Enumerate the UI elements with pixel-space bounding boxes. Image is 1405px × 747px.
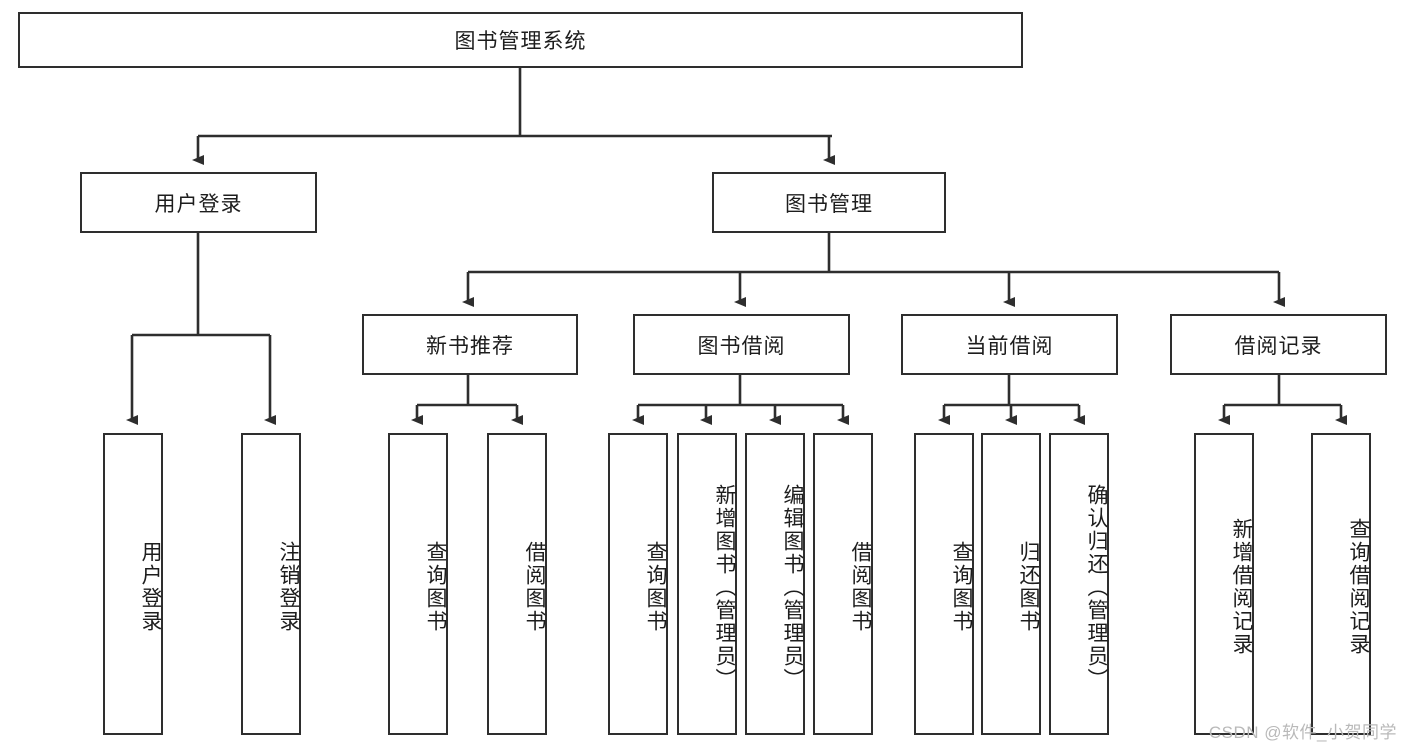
node-leaf-return-book[interactable]: 归还图书	[981, 433, 1041, 735]
node-leaf-add-book[interactable]: 新增图书（管理员）	[677, 433, 737, 735]
node-book-manage[interactable]: 图书管理	[712, 172, 946, 233]
watermark-text: CSDN @软件_小贺同学	[1208, 723, 1397, 742]
node-current-borrow[interactable]: 当前借阅	[901, 314, 1118, 375]
node-label: 图书管理系统	[454, 30, 587, 53]
node-label: 用户登录	[139, 541, 162, 633]
node-label: 查询图书	[950, 541, 973, 633]
node-label: 新书推荐	[426, 334, 514, 358]
node-label: 图书管理	[785, 192, 873, 216]
node-leaf-logout-login[interactable]: 注销登录	[241, 433, 301, 735]
node-system-root[interactable]: 图书管理系统	[18, 12, 1023, 68]
node-label: 查询借阅记录	[1347, 518, 1370, 656]
node-label: 借阅图书	[523, 541, 546, 633]
node-leaf-user-login[interactable]: 用户登录	[103, 433, 163, 735]
node-leaf-query-book-borrow[interactable]: 查询图书	[608, 433, 668, 735]
node-label: 用户登录	[154, 192, 243, 216]
node-label: 编辑图书（管理员）	[781, 483, 804, 691]
node-leaf-edit-book[interactable]: 编辑图书（管理员）	[745, 433, 805, 735]
node-label: 确认归还（管理员）	[1085, 483, 1108, 691]
node-user-login[interactable]: 用户登录	[80, 172, 317, 233]
node-label: 借阅图书	[849, 541, 872, 633]
node-label: 查询图书	[424, 541, 447, 633]
node-label: 当前借阅	[965, 334, 1054, 358]
node-label: 查询图书	[644, 541, 667, 633]
node-leaf-query-book-recommend[interactable]: 查询图书	[388, 433, 448, 735]
node-leaf-query-book-current[interactable]: 查询图书	[914, 433, 974, 735]
node-label: 新增图书（管理员）	[713, 483, 736, 691]
node-book-borrow[interactable]: 图书借阅	[633, 314, 850, 375]
node-leaf-add-borrow-record[interactable]: 新增借阅记录	[1194, 433, 1254, 735]
node-borrow-record[interactable]: 借阅记录	[1170, 314, 1387, 375]
node-label: 新增借阅记录	[1230, 518, 1253, 656]
node-label: 图书借阅	[697, 334, 786, 358]
node-leaf-borrow-book-recommend[interactable]: 借阅图书	[487, 433, 547, 735]
node-leaf-confirm-return[interactable]: 确认归还（管理员）	[1049, 433, 1109, 735]
node-new-book-recommend[interactable]: 新书推荐	[362, 314, 578, 375]
node-label: 归还图书	[1017, 541, 1040, 633]
node-label: 借阅记录	[1234, 334, 1323, 358]
node-leaf-borrow-book[interactable]: 借阅图书	[813, 433, 873, 735]
node-label: 注销登录	[277, 541, 300, 633]
node-leaf-query-borrow-record[interactable]: 查询借阅记录	[1311, 433, 1371, 735]
